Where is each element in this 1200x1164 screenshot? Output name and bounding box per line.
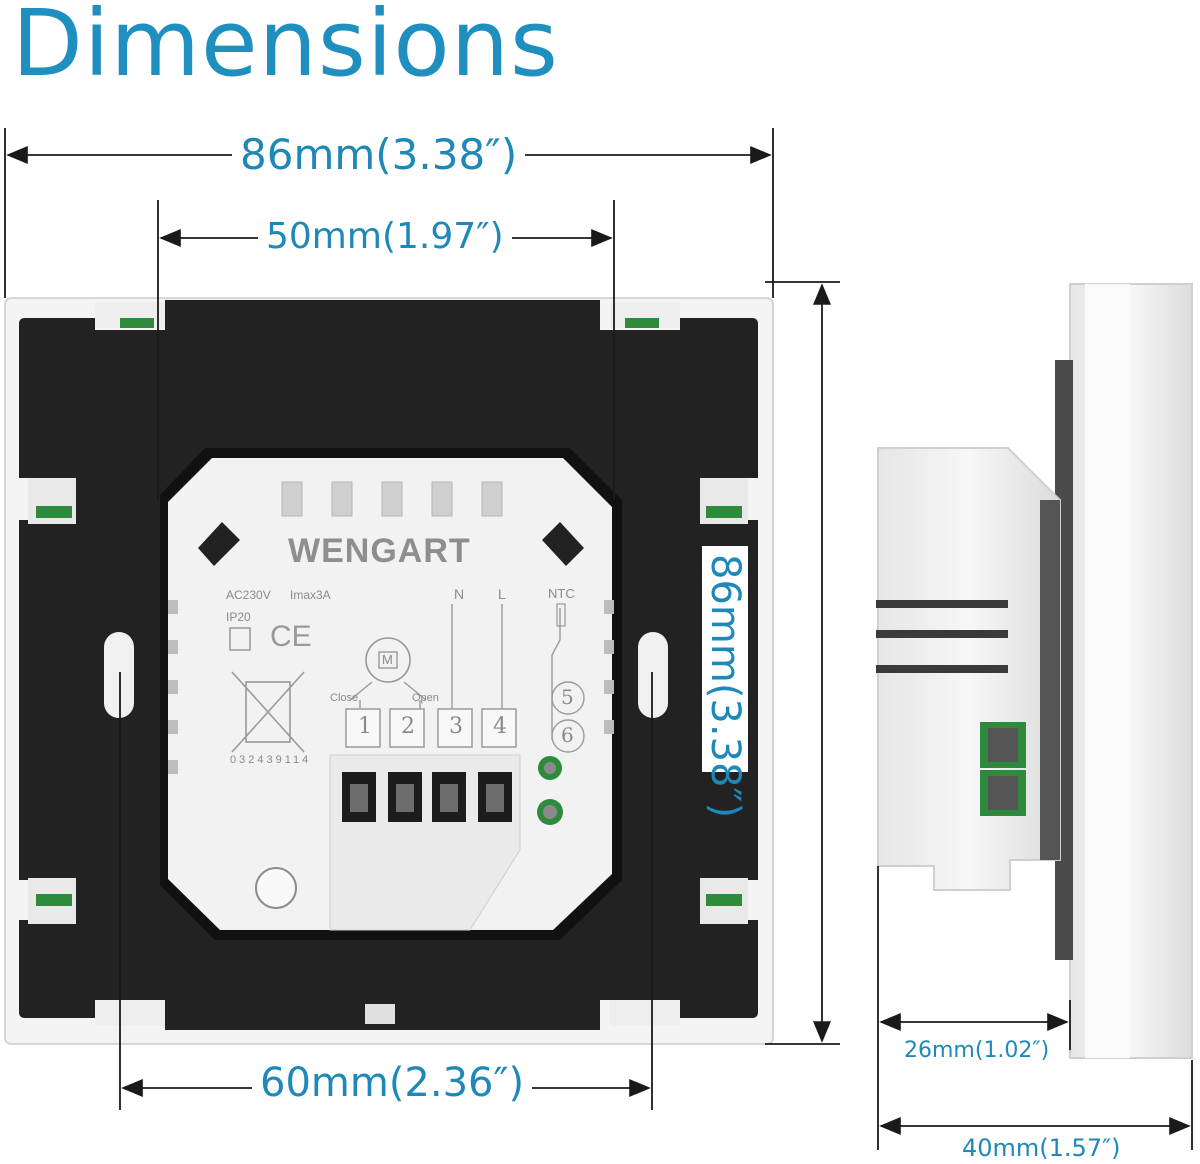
label-open: Open — [412, 692, 439, 704]
terminal-1: 1 — [358, 714, 372, 739]
back-module — [160, 448, 622, 940]
terminal-6: 6 — [561, 723, 574, 747]
label-close: Close — [330, 692, 359, 704]
dim-inner-width: 50mm(1.97″) — [258, 216, 512, 257]
dim-total-depth: 40mm(1.57″) — [958, 1134, 1125, 1162]
dim-overall-width: 86mm(3.38″) — [232, 130, 526, 179]
terminal-4: 4 — [493, 714, 507, 739]
motor-symbol-letter: M — [382, 652, 393, 667]
label-l: L — [498, 586, 506, 602]
terminal-2: 2 — [401, 714, 415, 739]
brand-logo-text: WENGART — [288, 532, 471, 570]
ce-mark: CE — [270, 620, 312, 653]
screw-slot-right — [638, 632, 668, 718]
rating-current: Imax3A — [290, 588, 331, 602]
screw-slot-left — [104, 632, 134, 718]
label-ntc: NTC — [548, 586, 575, 601]
serial-number: 032439114 — [230, 754, 312, 766]
ip-rating: IP20 — [226, 610, 251, 624]
dim-screw-spacing: 60mm(2.36″) — [252, 1060, 533, 1106]
page-title: Dimensions — [12, 0, 559, 97]
rating-voltage: AC230V — [226, 588, 271, 602]
label-n: N — [454, 586, 465, 602]
dim-height: 86mm(3.38″) — [702, 546, 748, 818]
terminal-5: 5 — [561, 685, 574, 709]
dim-box-depth: 26mm(1.02″) — [900, 1038, 1054, 1063]
module-hole — [255, 867, 297, 909]
side-view — [876, 283, 1193, 1059]
terminal-3: 3 — [449, 714, 463, 739]
